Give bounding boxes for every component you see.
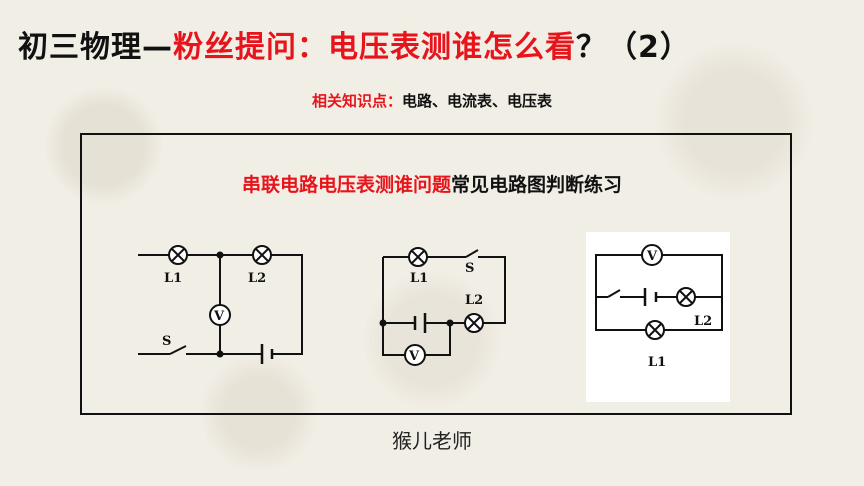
title-question: 粉丝提问：电压表测谁怎么看 (173, 30, 576, 65)
lamp-icon (464, 313, 484, 333)
title-suffix: ？（2） (576, 30, 691, 65)
svg-text:L2: L2 (248, 271, 266, 286)
svg-text:S: S (162, 334, 171, 349)
svg-text:V: V (646, 249, 658, 264)
circuit-2: V L1 L2 S (379, 247, 506, 366)
lamp-icon (252, 245, 272, 265)
panel-title-red: 串联电路电压表测谁问题 (241, 174, 451, 196)
panel-title-black: 常见电路图判断练习 (451, 174, 623, 196)
svg-text:L2: L2 (465, 293, 483, 308)
svg-text:L1: L1 (164, 271, 182, 286)
knowledge-items: 电路、电流表、电压表 (402, 92, 553, 110)
svg-text:V: V (408, 349, 420, 364)
svg-text:L2: L2 (694, 314, 712, 329)
page-title: 初三物理—粉丝提问：电压表测谁怎么看？（2） (18, 22, 691, 66)
svg-text:S: S (465, 261, 474, 276)
content-panel (80, 133, 792, 415)
knowledge-points: 相关知识点：电路、电流表、电压表 (0, 90, 864, 111)
author-name: 猴儿老师 (392, 429, 472, 453)
circuit-3: V L2 L1 (586, 232, 730, 402)
svg-text:L1: L1 (410, 271, 428, 286)
title-prefix: 初三物理— (18, 30, 173, 65)
svg-text:L1: L1 (648, 355, 666, 370)
circuit-1: V L1 L2 S (138, 245, 303, 364)
knowledge-label: 相关知识点： (311, 92, 402, 110)
lamp-icon (676, 287, 696, 307)
panel-title: 串联电路电压表测谁问题常见电路图判断练习 (0, 170, 864, 197)
lamp-icon (408, 247, 428, 267)
lamp-icon (645, 320, 665, 340)
lamp-icon (168, 245, 188, 265)
svg-text:V: V (213, 309, 225, 324)
